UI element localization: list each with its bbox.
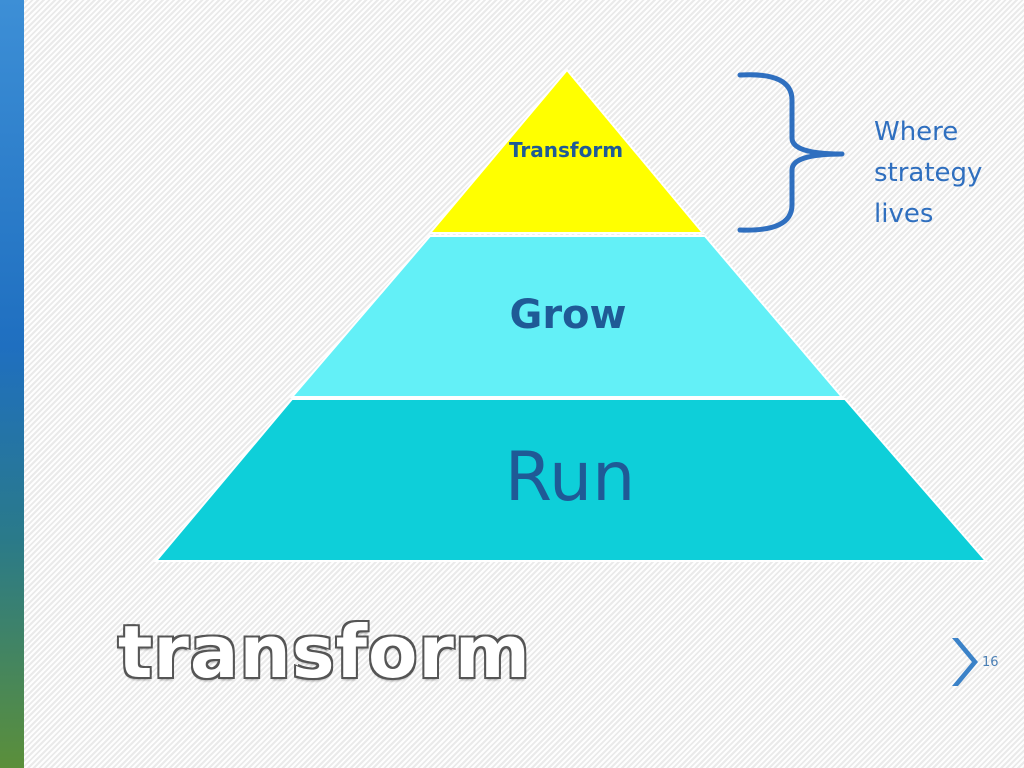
slide-number: 16 (982, 655, 999, 670)
brace-caption-line: strategy (874, 158, 983, 188)
brace-caption-line: lives (874, 199, 934, 229)
tier-label-grow: Grow (509, 292, 627, 338)
brace-caption: Where strategy lives (874, 112, 1014, 235)
curly-brace-icon (737, 72, 845, 233)
brace-caption-line: Where (874, 117, 959, 147)
tier-label-run: Run (504, 438, 636, 517)
chevron-right-icon[interactable] (952, 638, 978, 686)
pyramid-tier-transform (427, 68, 706, 234)
tier-label-transform: Transform (508, 138, 624, 162)
transform-wordmark: transform (118, 610, 531, 694)
side-accent-bar (0, 0, 24, 768)
pyramid-tier-grow (289, 235, 845, 398)
pyramid-tier-run (153, 398, 989, 562)
